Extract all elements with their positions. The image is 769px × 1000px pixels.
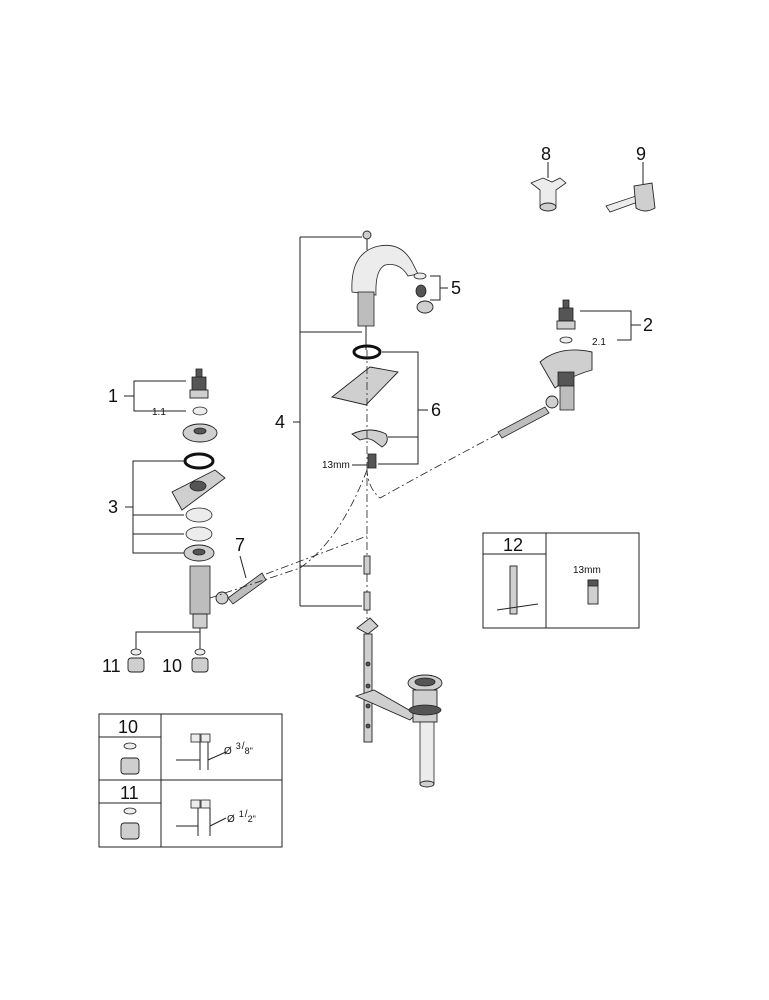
right-valve-body (539, 349, 593, 411)
spout-assembly (351, 230, 419, 350)
callout-1: 1 (108, 386, 118, 406)
left-valve-cartridge-1 (189, 368, 209, 416)
callout-1-1: 1.1 (152, 407, 166, 418)
right-hose (497, 406, 550, 439)
right-hose-dash (366, 433, 499, 499)
right-valve-cartridge-2 (556, 299, 576, 344)
callout-5: 5 (451, 278, 461, 298)
callout-2-1: 2.1 (592, 337, 606, 348)
leader-10-11 (135, 631, 200, 650)
callout-6: 6 (431, 400, 441, 420)
aerator-parts-5 (413, 272, 448, 314)
tool-size-13mm: 13mm (573, 565, 601, 576)
tool-item-12: 12 (503, 535, 523, 555)
callout-7: 7 (235, 535, 245, 555)
callout-8: 8 (541, 144, 551, 164)
compression-nut-10 (191, 648, 209, 673)
tool-table-12 (482, 532, 640, 629)
left-valve-body (189, 565, 229, 632)
mounting-parts-6 (330, 344, 428, 469)
left-hose-dash (265, 535, 368, 575)
pop-up-rod-assembly (354, 617, 417, 743)
lift-rod-connector-2 (363, 591, 371, 611)
leader-2 (580, 310, 632, 341)
left-hose-7 (227, 555, 267, 605)
compression-nut-11 (127, 648, 145, 673)
callout-10: 10 (162, 656, 182, 676)
callout-11: 11 (102, 656, 121, 676)
torque-label: 13mm (322, 460, 350, 471)
left-mounting-parts-3 (125, 452, 226, 562)
fitting-item-11: 11 (120, 783, 139, 803)
drain-body (407, 674, 443, 788)
fitting-item-10: 10 (118, 717, 138, 737)
callout-3: 3 (108, 497, 118, 517)
lever-handle-9 (605, 162, 656, 213)
left-flange (182, 423, 218, 443)
lift-rod-connector (363, 555, 371, 575)
bracket-4 (293, 237, 362, 607)
callout-4: 4 (275, 412, 285, 432)
callout-2: 2 (643, 315, 653, 335)
callout-9: 9 (636, 144, 646, 164)
fitting-table (98, 713, 283, 848)
left-supply-dash (209, 469, 368, 599)
cross-handle-8 (530, 162, 567, 212)
